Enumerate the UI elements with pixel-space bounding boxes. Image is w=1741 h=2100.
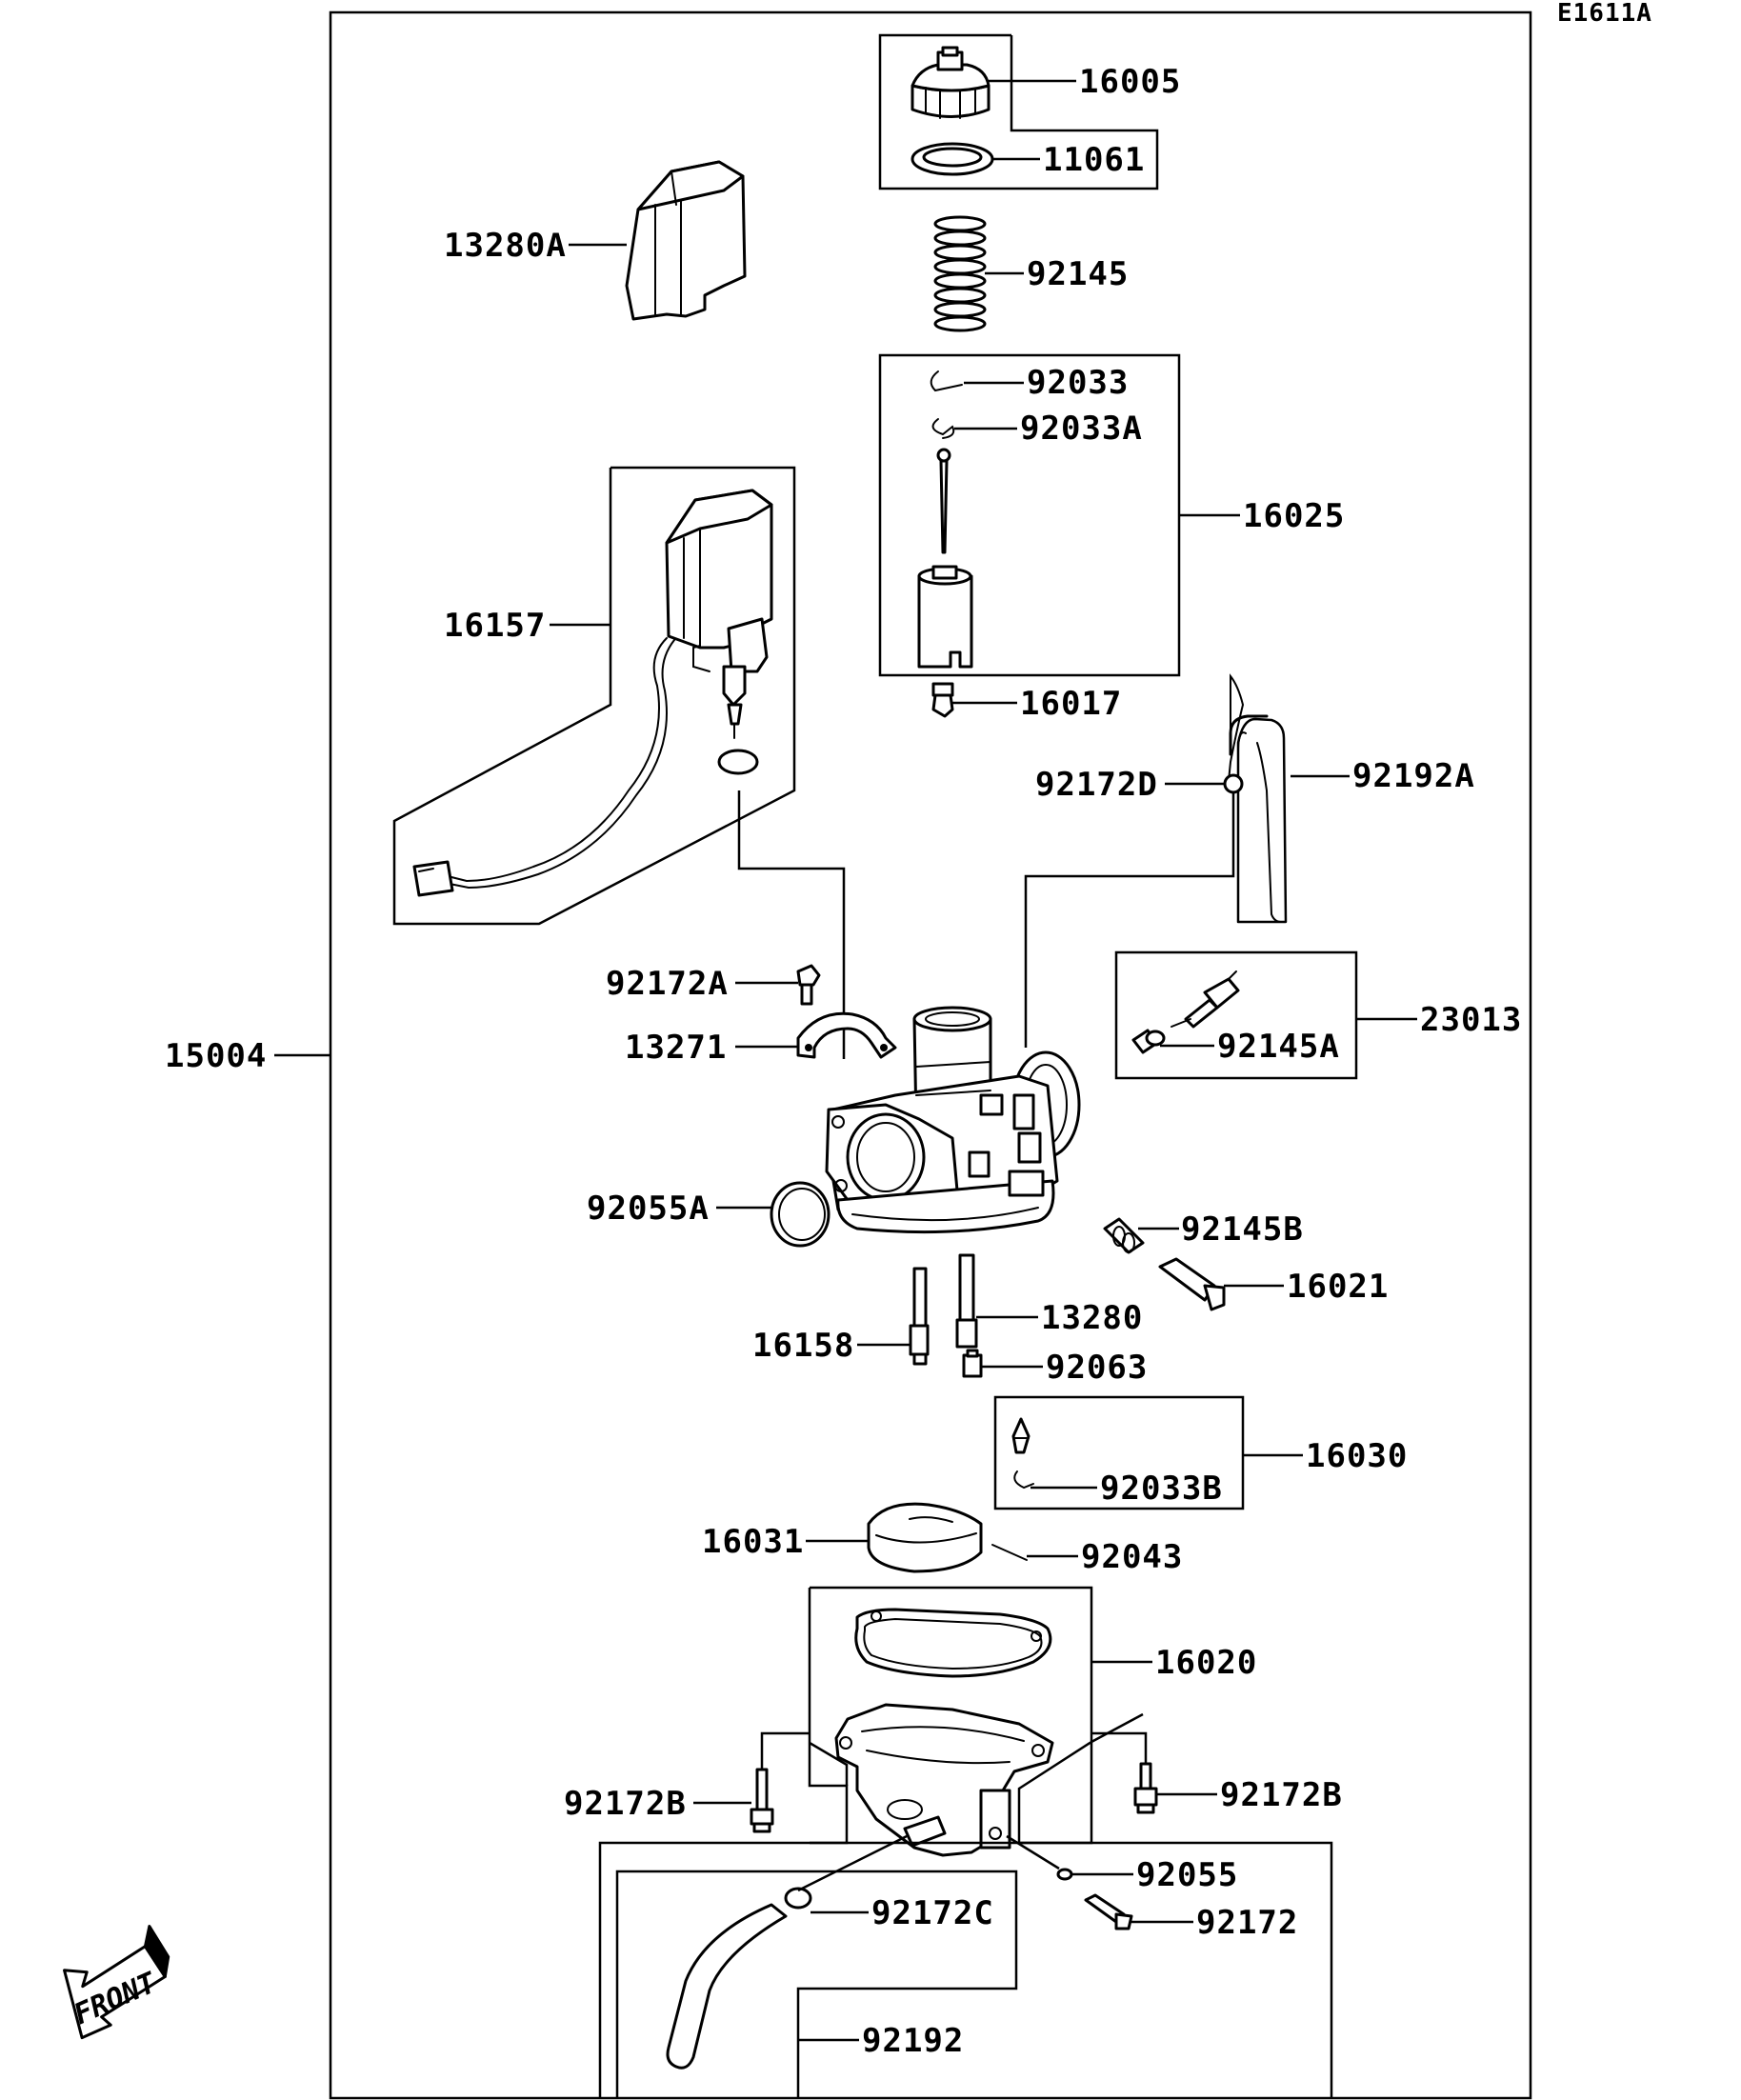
part-92192A-tube-body xyxy=(1237,731,1282,923)
part-92172B-screw-right xyxy=(1133,1762,1158,1814)
label-16005: 16005 xyxy=(1079,63,1181,101)
part-float-needle xyxy=(1011,1417,1031,1454)
part-92192A-tube xyxy=(1228,673,1288,924)
label-92192: 92192 xyxy=(862,2022,964,2060)
label-92055A: 92055A xyxy=(587,1190,710,1228)
label-16157: 16157 xyxy=(444,607,546,645)
part-16157-autochoke xyxy=(412,489,773,897)
part-92145A-spring xyxy=(1131,1029,1166,1054)
label-92145: 92145 xyxy=(1027,255,1129,293)
label-16017: 16017 xyxy=(1020,685,1122,723)
part-92172A-screw xyxy=(796,964,821,1006)
part-92033B-clip xyxy=(1013,1470,1034,1490)
cap-group-box xyxy=(878,33,1159,190)
part-92033A-clip xyxy=(931,418,955,439)
part-23013-screw xyxy=(1171,970,1240,1029)
part-16031-float xyxy=(867,1502,983,1573)
label-92192A: 92192A xyxy=(1352,757,1475,795)
part-16158-jet xyxy=(909,1267,930,1366)
label-16025: 16025 xyxy=(1243,497,1345,535)
part-92063-jet xyxy=(962,1349,983,1378)
label-16020: 16020 xyxy=(1155,1644,1257,1682)
label-92145A: 92145A xyxy=(1217,1028,1340,1066)
part-92033-clip xyxy=(930,370,963,392)
label-13280A: 13280A xyxy=(444,227,567,265)
drain-group-box xyxy=(598,1841,1333,2098)
label-92172: 92172 xyxy=(1196,1904,1298,1942)
label-92172B-left: 92172B xyxy=(564,1785,687,1823)
label-16030: 16030 xyxy=(1306,1437,1408,1475)
label-11061: 11061 xyxy=(1043,141,1145,179)
part-16017-jet xyxy=(931,682,954,718)
part-92172-screw xyxy=(1084,1893,1133,1930)
part-92172B-screw-left xyxy=(750,1768,774,1833)
label-92172D: 92172D xyxy=(1035,766,1158,804)
front-direction-arrow: FRONT xyxy=(63,1925,170,2040)
air-screw-group-box xyxy=(1114,950,1358,1080)
label-92033A: 92033A xyxy=(1020,410,1143,448)
label-92172B-right: 92172B xyxy=(1220,1776,1343,1814)
label-92145B: 92145B xyxy=(1181,1210,1304,1249)
carburetor-body xyxy=(825,1006,1081,1234)
part-13280A-cover xyxy=(625,160,747,321)
part-92043-pin xyxy=(991,1544,1028,1561)
label-92033: 92033 xyxy=(1027,364,1129,402)
part-throttle-valve xyxy=(917,565,973,669)
label-13280: 13280 xyxy=(1041,1299,1143,1337)
label-16031: 16031 xyxy=(702,1523,804,1561)
part-92145-spring xyxy=(933,215,987,332)
part-float-chamber xyxy=(834,1703,1054,1857)
part-float-chamber-gasket xyxy=(854,1608,1052,1678)
part-92172D-clip xyxy=(1223,773,1244,794)
label-92063: 92063 xyxy=(1046,1349,1148,1387)
part-13280-needle-jet xyxy=(955,1253,978,1349)
float-valve-group-box xyxy=(993,1395,1245,1510)
label-92033B: 92033B xyxy=(1100,1470,1223,1508)
label-92043: 92043 xyxy=(1081,1538,1183,1576)
part-92192-drain-tube xyxy=(666,1903,788,2070)
part-11061-gasket xyxy=(911,142,994,176)
part-13271-bracket xyxy=(796,1011,897,1059)
label-16158: 16158 xyxy=(752,1327,854,1365)
part-92172C-clip xyxy=(784,1887,812,1910)
label-13271: 13271 xyxy=(625,1029,727,1067)
part-92145B-spring xyxy=(1103,1217,1145,1254)
part-92055-oring xyxy=(1056,1868,1073,1881)
part-16005-cap xyxy=(911,46,991,119)
part-92055A-oring xyxy=(770,1181,830,1248)
part-16021-screw xyxy=(1158,1257,1226,1311)
label-16021: 16021 xyxy=(1287,1268,1389,1306)
choke-group-box xyxy=(392,466,796,926)
label-15004: 15004 xyxy=(165,1037,267,1075)
label-92055: 92055 xyxy=(1136,1856,1238,1894)
label-92172A: 92172A xyxy=(606,965,729,1003)
part-choke-oring xyxy=(717,749,759,775)
diagram-id-label: E1611A xyxy=(1557,0,1652,28)
label-92172C: 92172C xyxy=(871,1894,994,1932)
label-23013: 23013 xyxy=(1420,1001,1522,1039)
part-jet-needle xyxy=(936,448,951,554)
